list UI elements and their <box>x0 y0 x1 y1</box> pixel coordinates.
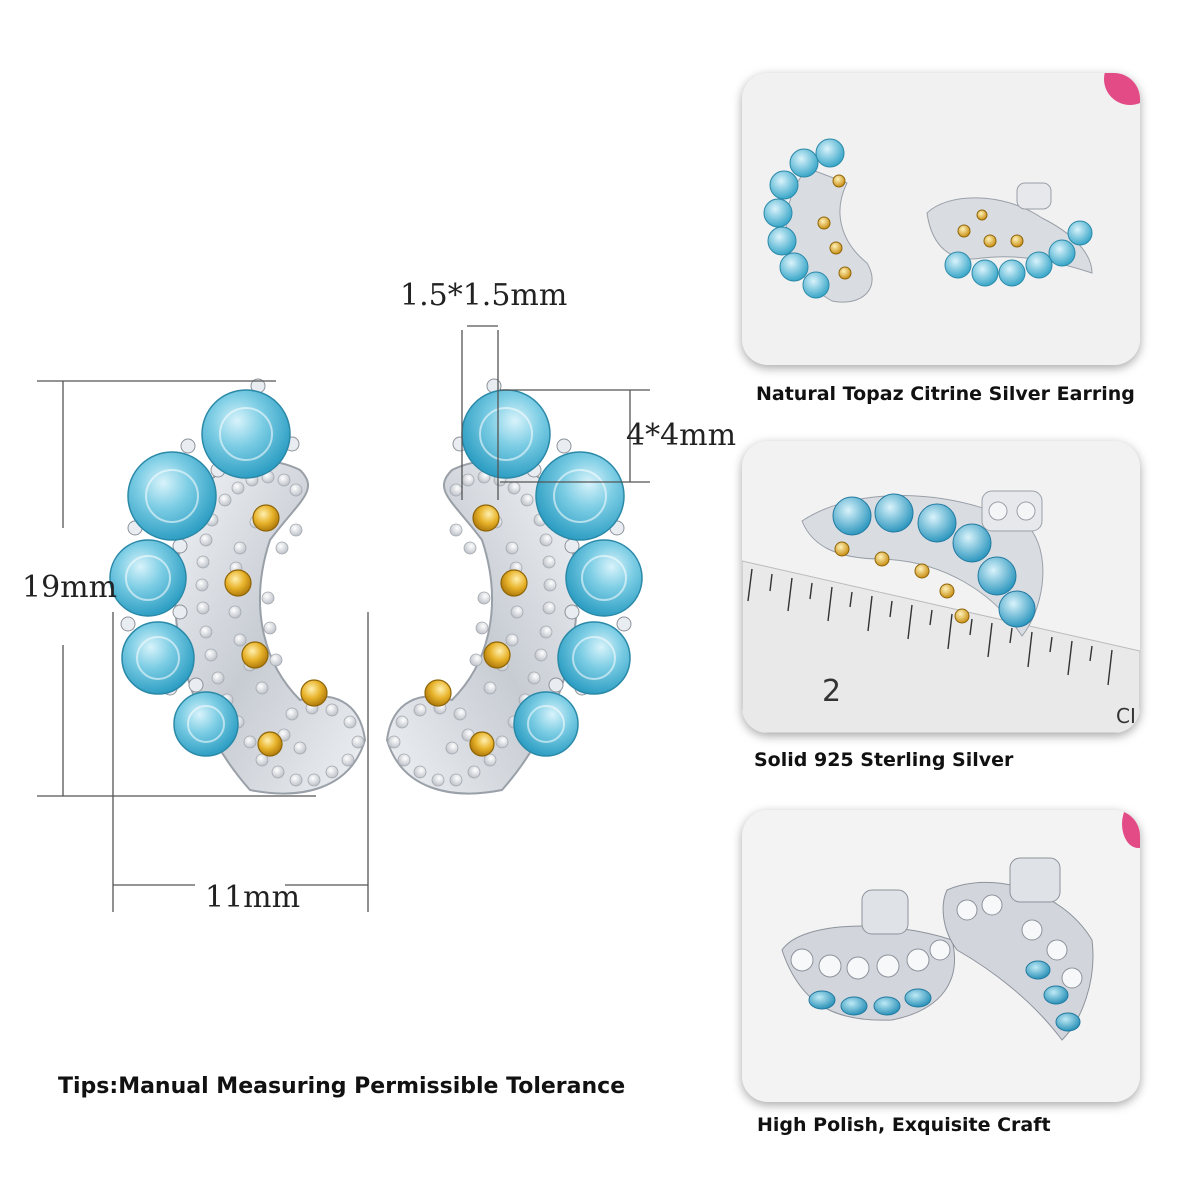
product-photo-pair <box>742 73 1140 365</box>
panel-caption: Natural Topaz Citrine Silver Earring <box>756 383 1135 405</box>
right-earring <box>386 378 643 795</box>
earring-on-ruler-photo: 2 CI <box>742 441 1140 733</box>
ruler-unit-mark: CI <box>1116 704 1136 728</box>
earring-dimension-figure: 1.5*1.5mm 4*4mm 19mm 11mm <box>0 0 736 960</box>
tolerance-tip: Tips:Manual Measuring Permissible Tolera… <box>58 1074 626 1099</box>
width-label: 11mm <box>205 880 301 915</box>
earring-back-view-photo <box>742 810 1140 1102</box>
product-photo-back <box>742 810 1140 1102</box>
main-stone-size-label: 4*4mm <box>626 418 737 453</box>
pave-stone-size-label: 1.5*1.5mm <box>400 278 568 313</box>
ruler-number: 2 <box>822 674 841 709</box>
left-earring <box>109 378 366 795</box>
ruler-ticks <box>747 568 1113 686</box>
panel-caption: Solid 925 Sterling Silver <box>754 749 1014 771</box>
panel-caption: High Polish, Exquisite Craft <box>757 1114 1051 1136</box>
height-label: 19mm <box>22 570 118 605</box>
earring-pair-photo <box>742 73 1140 365</box>
product-photo-ruler: 2 CI <box>742 441 1140 733</box>
earrings-illustration <box>37 325 650 912</box>
dimension-lines <box>37 325 650 912</box>
